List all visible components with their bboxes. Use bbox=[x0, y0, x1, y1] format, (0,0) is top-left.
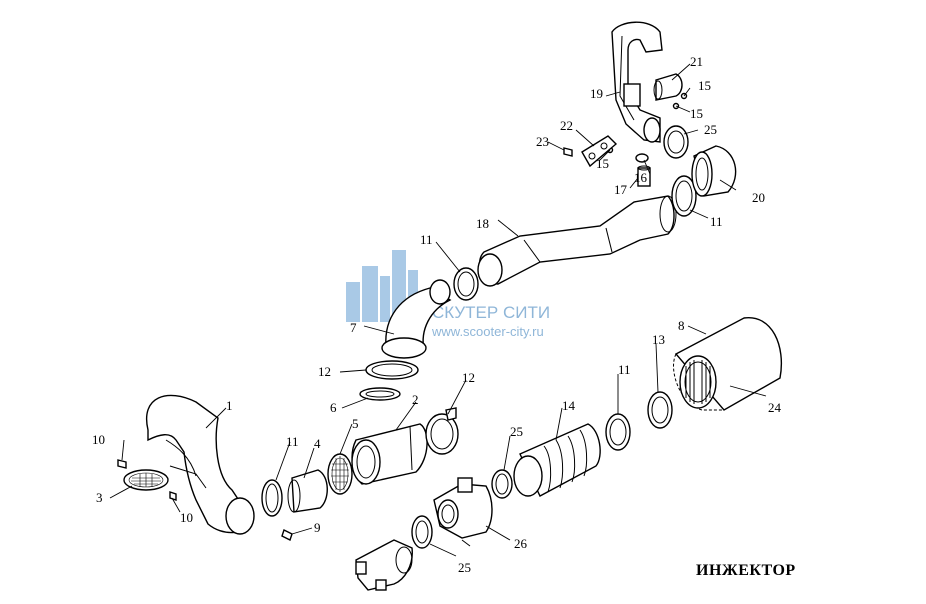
part-25-clamp-c bbox=[411, 515, 433, 549]
callout-2: 2 bbox=[412, 392, 419, 407]
callout-12b: 12 bbox=[462, 370, 475, 385]
callout-13: 13 bbox=[652, 332, 665, 347]
part-18-duct bbox=[477, 195, 677, 287]
part-10-bolts bbox=[117, 459, 177, 501]
part-8-filter-housing bbox=[673, 317, 782, 411]
part-3-mesh-disc bbox=[123, 469, 169, 491]
callout-9: 9 bbox=[314, 520, 321, 535]
callout-19: 19 bbox=[590, 86, 603, 101]
callout-26: 26 bbox=[514, 536, 528, 551]
part-11-clamp-b bbox=[453, 267, 479, 301]
callout-25b: 25 bbox=[510, 424, 523, 439]
part-9-screw bbox=[281, 529, 293, 541]
callout-21: 21 bbox=[690, 54, 703, 69]
part-25-clamp-a bbox=[663, 125, 689, 159]
part-12-clamp-b bbox=[425, 407, 459, 455]
part-1-intake-tube bbox=[145, 394, 255, 535]
part-12-clamp-a bbox=[365, 360, 419, 380]
part-17-plug bbox=[637, 165, 651, 187]
callout-23: 23 bbox=[536, 134, 549, 149]
callout-1: 1 bbox=[226, 398, 233, 413]
part-19-snorkel bbox=[611, 21, 663, 143]
part-13-o-ring bbox=[647, 391, 673, 429]
part-14-corrugated-hose bbox=[513, 423, 601, 497]
callout-10b: 10 bbox=[180, 510, 193, 525]
part-11-clamp-a bbox=[261, 479, 283, 517]
part-26-throttle-body bbox=[433, 477, 493, 547]
part-11-clamp-c bbox=[671, 175, 697, 217]
callout-17: 17 bbox=[614, 182, 628, 197]
callout-11b: 11 bbox=[420, 232, 433, 247]
callout-4: 4 bbox=[314, 436, 321, 451]
callout-15a: 15 bbox=[698, 78, 711, 93]
callout-11a: 11 bbox=[286, 434, 299, 449]
callout-7: 7 bbox=[350, 320, 357, 335]
watermark-name: СКУТЕР СИТИ bbox=[432, 303, 550, 322]
callout-25c: 25 bbox=[458, 560, 471, 575]
watermark-url: www.scooter-city.ru bbox=[431, 324, 544, 339]
callout-11c: 11 bbox=[710, 214, 723, 229]
callout-20: 20 bbox=[752, 190, 765, 205]
part-23-bolt bbox=[563, 147, 573, 157]
callout-5: 5 bbox=[352, 416, 359, 431]
callout-11d: 11 bbox=[618, 362, 631, 377]
intake-manifold bbox=[355, 539, 413, 591]
callout-6: 6 bbox=[330, 400, 337, 415]
callout-3: 3 bbox=[96, 490, 103, 505]
callout-24: 24 bbox=[768, 400, 782, 415]
callout-14: 14 bbox=[562, 398, 576, 413]
callouts: 1 2 3 4 5 6 7 8 9 10 10 11 11 11 11 12 1… bbox=[92, 54, 782, 575]
part-6-gasket bbox=[359, 387, 401, 401]
part-11-clamp-d bbox=[605, 413, 631, 451]
callout-16: 16 bbox=[634, 170, 648, 185]
part-7-elbow bbox=[381, 279, 452, 359]
callout-18: 18 bbox=[476, 216, 489, 231]
part-21-cylinder bbox=[653, 73, 683, 101]
diagram-caption: ИНЖЕКТОР bbox=[696, 562, 796, 579]
leader-lines bbox=[109, 63, 767, 557]
part-16-grommet bbox=[635, 153, 649, 163]
callout-15c: 15 bbox=[596, 156, 609, 171]
part-20-duct-end bbox=[691, 145, 737, 197]
callout-22: 22 bbox=[560, 118, 573, 133]
callout-25a: 25 bbox=[704, 122, 717, 137]
part-5-mesh-screen bbox=[327, 453, 353, 495]
part-25-clamp-b bbox=[491, 469, 513, 499]
part-22-bracket bbox=[581, 135, 618, 168]
callout-10a: 10 bbox=[92, 432, 105, 447]
part-2-adapter bbox=[351, 423, 428, 485]
callout-12a: 12 bbox=[318, 364, 331, 379]
callout-15b: 15 bbox=[690, 106, 703, 121]
part-4-sleeve bbox=[287, 469, 328, 513]
callout-8: 8 bbox=[678, 318, 685, 333]
